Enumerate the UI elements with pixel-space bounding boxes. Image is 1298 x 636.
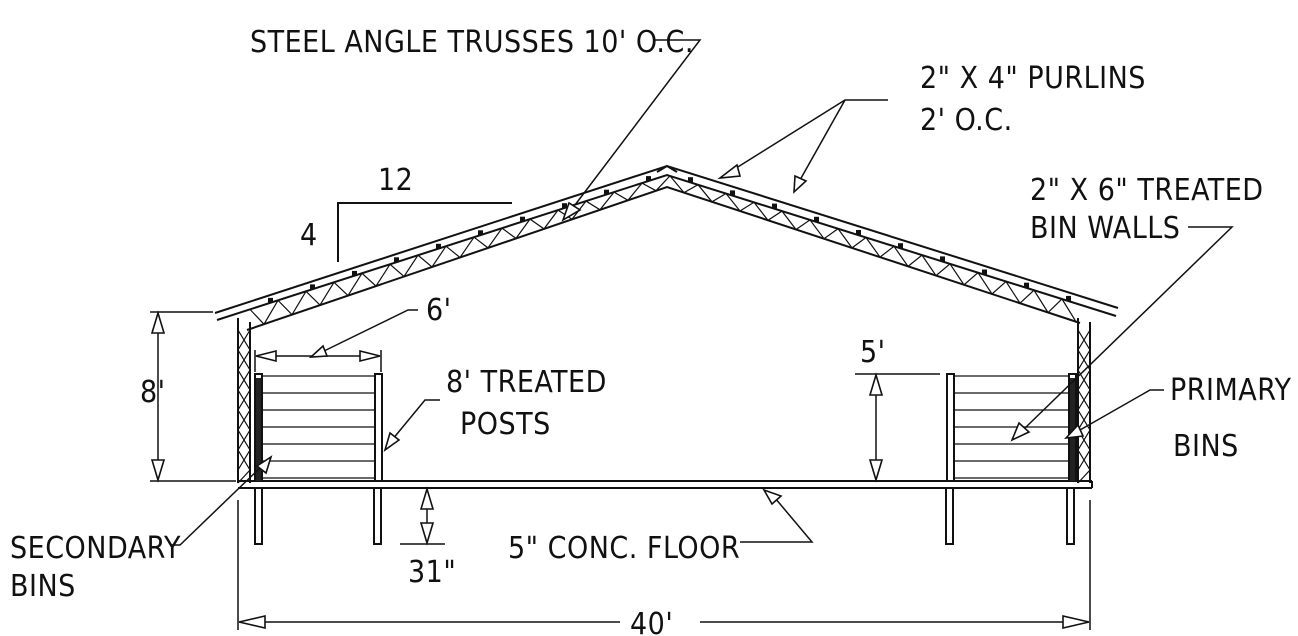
secondary-label-line1: SECONDARY — [10, 531, 181, 566]
purlin-marks — [268, 176, 1071, 303]
right-wall — [1077, 318, 1091, 484]
ridge-cap — [656, 164, 678, 173]
wall-height-label: 8' — [140, 375, 166, 410]
primary-bins-callout: PRIMARY BINS — [1063, 373, 1292, 464]
posts-callout: 8' TREATED POSTS — [383, 365, 607, 452]
binwalls-label-line2: BIN WALLS — [1030, 211, 1180, 246]
secondary-label-line2: BINS — [10, 569, 76, 604]
left-wall — [237, 318, 251, 484]
bin-post-right — [374, 373, 383, 482]
secondary-bin — [254, 373, 383, 482]
floor-label: 5" CONC. FLOOR — [508, 531, 740, 566]
bin-post-left — [946, 373, 955, 482]
pitch-rise-label: 4 — [300, 218, 318, 253]
overall-width-dimension: 40' — [237, 500, 1091, 636]
posts-below-floor — [254, 487, 1075, 545]
trusses-callout: STEEL ANGLE TRUSSES 10' O.C. — [250, 25, 702, 222]
truss-webs — [249, 174, 1077, 326]
roof-assembly — [214, 164, 1119, 331]
purlins-label-line1: 2" X 4" PURLINS — [920, 61, 1146, 96]
trusses-label: STEEL ANGLE TRUSSES 10' O.C. — [250, 25, 694, 60]
primary-bin — [946, 373, 1077, 482]
bin-height-dimension: 5' — [855, 335, 940, 483]
purlins-callout: 2" X 4" PURLINS 2' O.C. — [717, 61, 1146, 194]
overall-width-label: 40' — [630, 607, 673, 636]
truss-bottom-chord — [246, 185, 1081, 331]
bin-wall-boards — [954, 375, 1069, 479]
post-depth-label: 31" — [408, 555, 456, 590]
bin-width-label: 6' — [426, 293, 452, 328]
roof-sheathing-line — [216, 173, 1117, 321]
posts-label-line1: 8' TREATED — [446, 365, 607, 400]
post-depth-dimension: 31" — [400, 486, 456, 590]
roof-pitch-symbol: 12 4 — [300, 163, 512, 262]
concrete-floor — [238, 480, 1093, 489]
posts-label-line2: POSTS — [460, 407, 551, 442]
binwalls-label-line1: 2" X 6" TREATED — [1030, 173, 1264, 208]
floor-callout: 5" CONC. FLOOR — [508, 488, 814, 566]
wall-height-dimension: 8' — [140, 310, 236, 483]
purlins-label-line2: 2' O.C. — [920, 103, 1013, 138]
secondary-bins-callout: SECONDARY BINS — [10, 455, 273, 604]
bin-width-dimension: 6' — [254, 293, 452, 372]
primary-label-line2: BINS — [1173, 429, 1239, 464]
binwalls-callout: 2" X 6" TREATED BIN WALLS — [1010, 173, 1264, 442]
bin-height-label: 5' — [860, 335, 886, 370]
bin-wall-boards — [262, 375, 375, 479]
primary-label-line1: PRIMARY — [1170, 373, 1292, 408]
pitch-run-label: 12 — [378, 163, 413, 198]
